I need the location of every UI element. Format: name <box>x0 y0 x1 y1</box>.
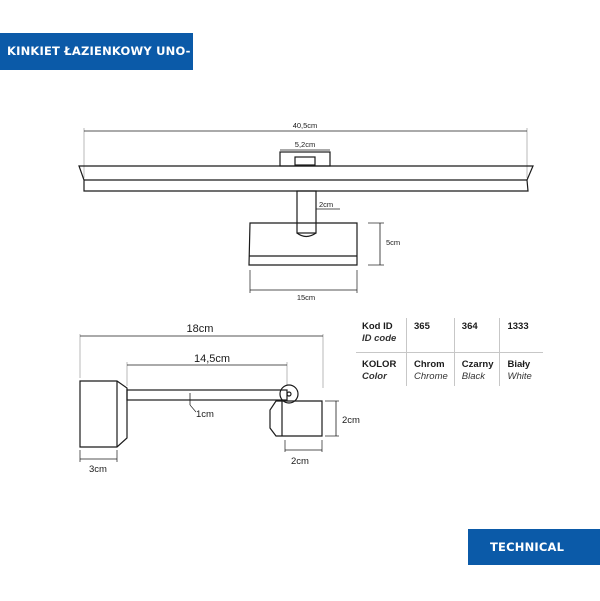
spec-id-value: 364 <box>453 318 500 353</box>
label-head-height-side: 2cm <box>342 415 360 426</box>
lamp-arm-top <box>296 190 317 234</box>
spec-table: Kod ID ID code 365 364 1333 KOLOR Color … <box>356 318 544 386</box>
spec-color-value: Czarny Black <box>453 352 500 386</box>
label-arm-length: 14,5cm <box>194 353 230 365</box>
spec-row-id-header: Kod ID ID code <box>356 318 407 353</box>
spec-row-color-header: KOLOR Color <box>362 359 397 382</box>
label-head-width: 15cm <box>297 293 315 302</box>
footer-label: TECHNICAL DRAFT <box>490 540 565 590</box>
side-view <box>79 334 339 462</box>
spec-id-value: 1333 <box>499 318 544 353</box>
label-mount-width: 5,2cm <box>295 140 315 149</box>
label-head-height: 5cm <box>386 238 400 247</box>
label-arm-width: 2cm <box>319 200 333 209</box>
lamp-bar-top <box>78 165 534 192</box>
spec-color-value: Chrom Chrome <box>406 352 455 386</box>
label-base-depth: 3cm <box>89 464 107 475</box>
lamp-arm-side <box>126 389 288 401</box>
pivot-joint <box>279 384 299 404</box>
lamp-head-side <box>269 400 323 437</box>
label-total-width: 40,5cm <box>293 121 318 130</box>
spec-id-value: 365 <box>406 318 455 353</box>
spec-row-id: Kod ID ID code 365 364 1333 <box>356 318 544 353</box>
product-title: KINKIET ŁAZIENKOWY UNO-BH-045 <box>7 44 191 95</box>
label-arm-thickness: 1cm <box>196 409 214 420</box>
spec-color-value: Biały White <box>499 352 544 386</box>
top-view <box>78 128 534 293</box>
label-head-depth: 2cm <box>291 456 309 467</box>
lamp-head-top <box>248 222 358 266</box>
spec-row-color: KOLOR Color Chrom Chrome Czarny Black Bi… <box>356 352 544 386</box>
technical-draft-banner: TECHNICAL DRAFT <box>468 529 600 590</box>
label-total-length: 18cm <box>187 323 214 335</box>
wall-base-side <box>79 380 128 448</box>
product-title-banner: KINKIET ŁAZIENKOWY UNO-BH-045 <box>0 33 193 95</box>
